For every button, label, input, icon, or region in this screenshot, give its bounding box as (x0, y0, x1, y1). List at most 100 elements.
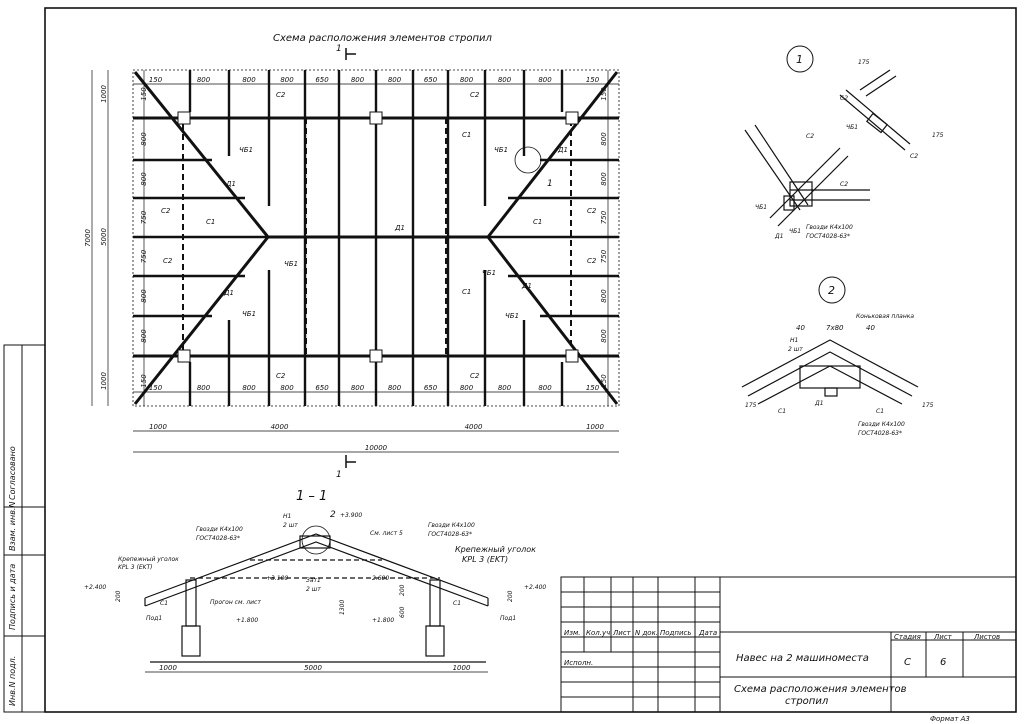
plan-outer-left-dim: 5000 (100, 228, 108, 246)
title-block-text: Изм. Кол.уч Лист N док. Подпись Дата Исп… (564, 629, 1000, 707)
title-block-grid (560, 576, 1017, 713)
svg-text:200: 200 (399, 584, 406, 596)
svg-text:С2: С2 (276, 372, 286, 380)
svg-text:175: 175 (932, 132, 944, 139)
plan-bottom-dim: 650 (424, 384, 438, 392)
svg-text:Н1: Н1 (790, 337, 798, 344)
svg-text:1300: 1300 (339, 600, 346, 615)
section-labels: 2 Н1 2 шт +3.900 См. лист 5 Гвозди К4х10… (84, 510, 546, 624)
svg-text:+1.800: +1.800 (236, 617, 258, 624)
svg-text:Навес на 2 машиноместа: Навес на 2 машиноместа (736, 653, 869, 664)
svg-text:С2: С2 (587, 207, 597, 215)
svg-text:С: С (904, 657, 911, 668)
plan-bottom-dim: 650 (315, 384, 329, 392)
plan-top-dim: 800 (197, 76, 211, 84)
plan-top-dim: 800 (460, 76, 474, 84)
plan-top-dim: 150 (149, 76, 163, 84)
svg-text:ЧБ1: ЧБ1 (239, 146, 253, 154)
svg-text:стропил: стропил (785, 696, 829, 707)
side-stamp (3, 344, 46, 713)
plan-total-width: 10000 (365, 444, 388, 452)
format-label: Формат А3 (930, 715, 970, 723)
svg-text:Стадия: Стадия (894, 633, 921, 641)
svg-text:С1: С1 (453, 600, 461, 607)
svg-text:+1.800: +1.800 (372, 617, 394, 624)
plan-top-dim: 800 (388, 76, 402, 84)
plan-left-dim: 150 (140, 374, 148, 388)
plan-right-dim: 800 (600, 329, 608, 343)
section-title: 1 – 1 (296, 489, 327, 504)
section-sketch (144, 525, 489, 663)
plan-right-dim: 800 (600, 172, 608, 186)
svg-text:Схема расположения элементов: Схема расположения элементов (734, 684, 907, 695)
svg-text:600: 600 (399, 606, 406, 618)
svg-text:С2: С2 (470, 91, 480, 99)
stamp-inv-podl: Инв.N подл. (8, 656, 17, 706)
svg-text:Гвозди К4х100: Гвозди К4х100 (196, 526, 243, 533)
plan-bottom-dim: 800 (197, 384, 211, 392)
svg-text:+3.100: +3.100 (266, 575, 288, 582)
svg-text:200: 200 (115, 590, 122, 602)
cut-label-bottom: 1 (336, 470, 342, 480)
plan-left-dim: 750 (140, 210, 148, 224)
plan-bottom-chain-dim: 1000 (149, 423, 167, 431)
svg-text:Гвозди К4х100: Гвозди К4х100 (428, 522, 475, 529)
plan-bottom-dim: 800 (460, 384, 474, 392)
plan-top-dim: 800 (498, 76, 512, 84)
svg-text:ЧБ1: ЧБ1 (242, 310, 256, 318)
svg-text:Исполн.: Исполн. (564, 659, 593, 667)
svg-text:Гвозди К4х100: Гвозди К4х100 (806, 224, 853, 231)
plan-total-height: 7000 (84, 229, 92, 247)
plan-bottom-dim: 150 (586, 384, 600, 392)
svg-text:ЧБ1: ЧБ1 (494, 146, 508, 154)
detail-1-marker (786, 45, 814, 73)
plan-bottom-dim: 800 (498, 384, 512, 392)
svg-text:С1: С1 (876, 408, 884, 415)
detail-callout-1 (514, 146, 542, 174)
svg-text:ГОСТ4028-63*: ГОСТ4028-63* (196, 535, 240, 542)
detail-1-labels: С2 ЧБ1 175 175 С2 С2 С2 ЧБ1 Д1 ЧБ1 Гвозд… (755, 59, 944, 240)
svg-text:2 шт: 2 шт (788, 346, 803, 353)
svg-text:С1: С1 (462, 288, 471, 296)
svg-text:Под1: Под1 (146, 615, 162, 622)
plan-left-dim: 800 (140, 329, 148, 343)
svg-text:6: 6 (940, 657, 946, 668)
detail-1-number: 1 (796, 53, 803, 66)
svg-text:Лист: Лист (612, 629, 632, 637)
svg-text:Лист: Лист (933, 633, 953, 641)
plan-bottom-dim: 800 (351, 384, 365, 392)
svg-text:+2.400: +2.400 (524, 584, 546, 591)
plan-bottom-dim: 150 (149, 384, 163, 392)
svg-text:Д1: Д1 (557, 146, 568, 154)
stamp-sign-date: Подпись и дата (8, 564, 17, 630)
plan-dimension-chains: 1501508008008008008008006506508008008008… (84, 70, 619, 453)
detail-2-sketch (741, 339, 919, 405)
svg-text:С1: С1 (206, 218, 215, 226)
svg-text:1: 1 (547, 179, 553, 189)
svg-text:С1: С1 (778, 408, 786, 415)
svg-text:Д1: Д1 (225, 180, 236, 188)
svg-text:Зат1: Зат1 (306, 577, 321, 584)
svg-text:2.600: 2.600 (372, 575, 389, 582)
svg-text:Листов: Листов (973, 633, 1000, 641)
svg-text:Прогон см. лист: Прогон см. лист (210, 599, 261, 606)
svg-text:+2.400: +2.400 (84, 584, 106, 591)
svg-text:С2: С2 (587, 257, 597, 265)
svg-text:+3.900: +3.900 (340, 512, 362, 519)
svg-text:2 шт: 2 шт (283, 522, 298, 529)
svg-text:ЧБ1: ЧБ1 (284, 260, 298, 268)
plan-top-dim: 650 (424, 76, 438, 84)
svg-text:Под1: Под1 (500, 615, 516, 622)
svg-text:ЧБ1: ЧБ1 (505, 312, 519, 320)
svg-text:Д1: Д1 (394, 224, 405, 232)
svg-text:KPL 3 (EKT): KPL 3 (EKT) (118, 564, 153, 571)
plan-right-dim: 150 (600, 374, 608, 388)
section-bottom-dim: 5000 (304, 664, 322, 672)
plan-outer-left-dim: 1000 (100, 85, 108, 103)
plan-bottom-chain-dim: 1000 (586, 423, 604, 431)
svg-text:С1: С1 (462, 131, 471, 139)
svg-text:Дата: Дата (698, 629, 717, 637)
svg-text:ЧБ1: ЧБ1 (789, 228, 801, 235)
